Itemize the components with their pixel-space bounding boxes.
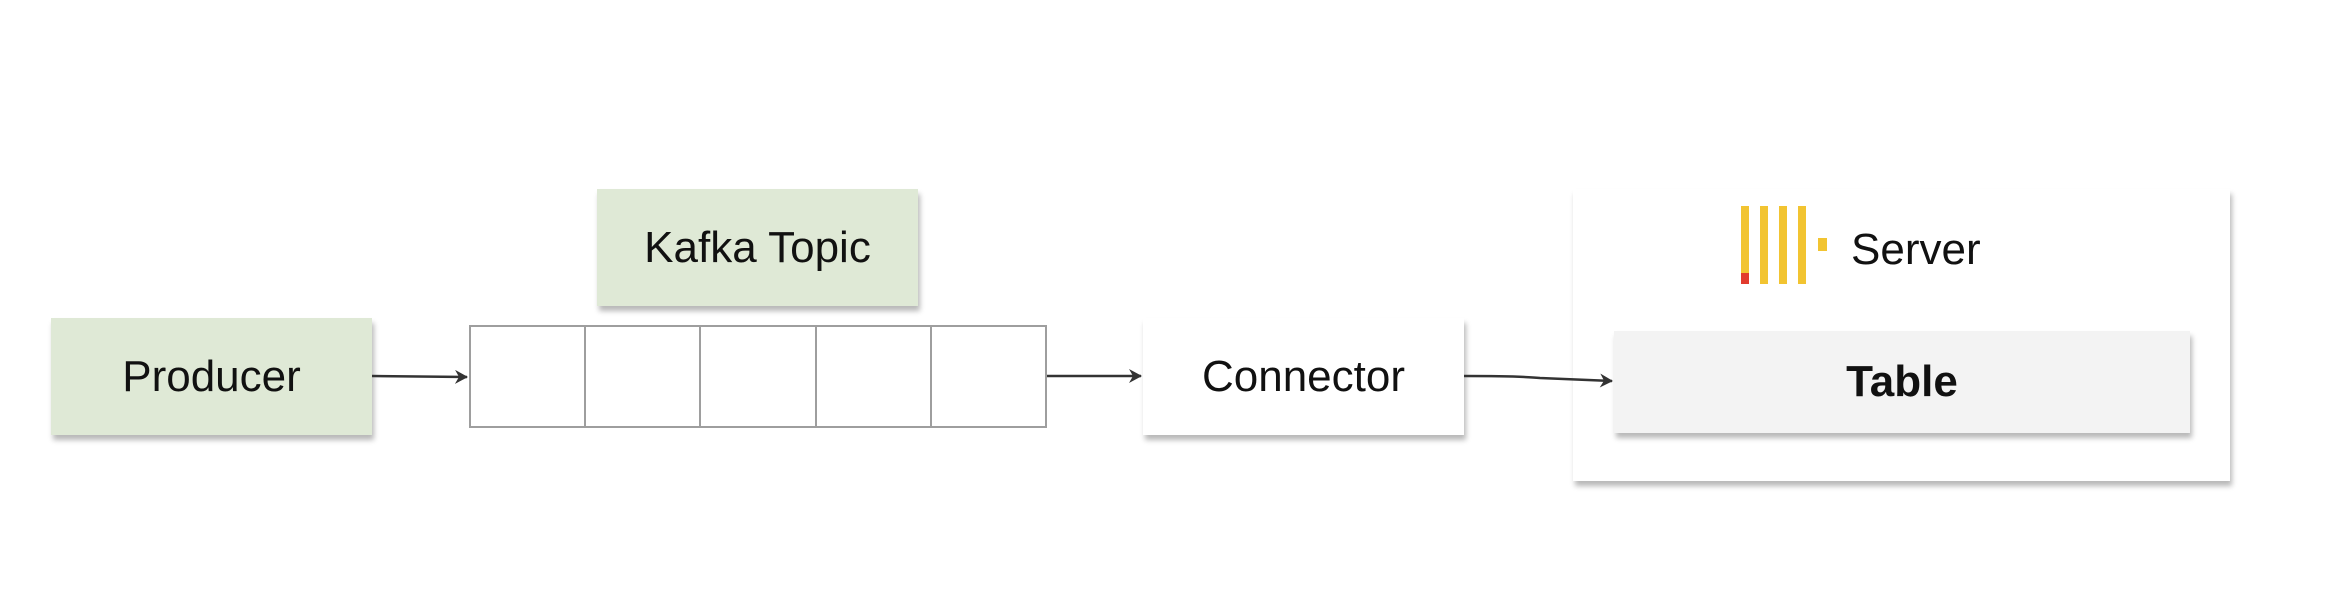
- queue-cell: [586, 327, 702, 426]
- producer-label: Producer: [122, 351, 301, 401]
- kafka-topic-label: Kafka Topic: [644, 222, 871, 272]
- table-label: Table: [1846, 357, 1958, 406]
- clickhouse-logo-icon: [1741, 206, 1827, 284]
- server-label: Server: [1851, 225, 1981, 274]
- kafka-topic-node[interactable]: Kafka Topic: [597, 189, 918, 306]
- queue-cell: [701, 327, 817, 426]
- topic-queue: [469, 325, 1047, 428]
- table-node[interactable]: Table: [1614, 331, 2190, 433]
- queue-cell: [932, 327, 1045, 426]
- queue-cell: [471, 327, 587, 426]
- connector-label: Connector: [1201, 351, 1405, 401]
- producer-node[interactable]: Producer: [51, 318, 372, 435]
- connector-node[interactable]: Connector: [1143, 318, 1464, 435]
- queue-cell: [817, 327, 932, 426]
- producer-to-topic-arrow: [371, 369, 468, 384]
